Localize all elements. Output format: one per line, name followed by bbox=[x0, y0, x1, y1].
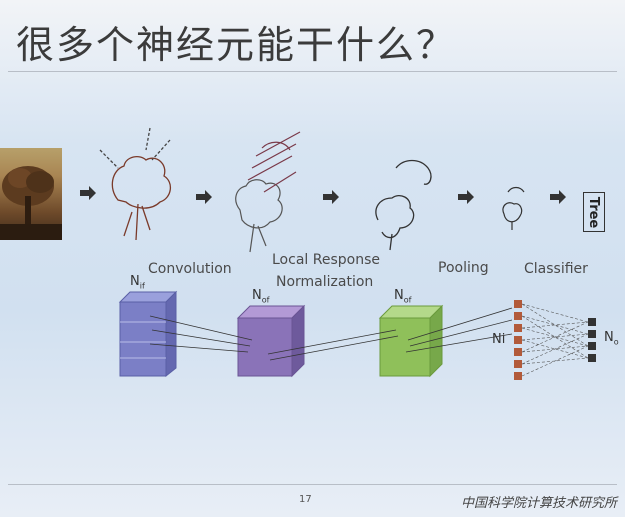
lrn-sketch bbox=[235, 131, 301, 253]
n-of-label-1: Nof bbox=[252, 288, 270, 305]
input-feature-maps-box bbox=[118, 290, 178, 378]
input-neurons bbox=[514, 300, 522, 380]
pooled-maps-box bbox=[378, 304, 444, 378]
institution-logo-text: 中国科学院计算技术研究所 bbox=[460, 496, 617, 511]
n-if-label: Nif bbox=[130, 274, 145, 291]
arrow-icon bbox=[458, 190, 474, 204]
conv-output-maps-box bbox=[236, 304, 306, 378]
connection-lines bbox=[149, 307, 513, 361]
ni-label: Ni bbox=[492, 332, 506, 347]
lrn-label-line2: Normalization bbox=[276, 274, 374, 290]
title-divider bbox=[8, 71, 617, 72]
slide-title: 很多个神经元能干什么？ bbox=[16, 23, 457, 67]
arrow-icon bbox=[323, 190, 339, 204]
lrn-label-line1: Local Response bbox=[272, 252, 380, 268]
tree-photo bbox=[0, 148, 62, 240]
fully-connected-lines bbox=[521, 303, 589, 377]
n-o-label: No bbox=[604, 330, 619, 347]
footer-divider bbox=[8, 484, 617, 485]
classifier-sketch bbox=[502, 186, 525, 230]
convolution-label: Convolution bbox=[148, 261, 232, 277]
pooling-sketch bbox=[375, 159, 432, 251]
arrow-icon bbox=[80, 186, 96, 200]
arrow-icon bbox=[196, 190, 212, 204]
convolution-sketch bbox=[99, 127, 171, 241]
output-class-box: Tree bbox=[583, 192, 605, 232]
arrow-icon bbox=[550, 190, 566, 204]
output-neurons bbox=[588, 318, 596, 362]
output-class-label: Tree bbox=[586, 196, 602, 228]
pooling-label: Pooling bbox=[438, 260, 489, 276]
page-number: 17 bbox=[299, 494, 312, 505]
n-of-label-2: Nof bbox=[394, 288, 412, 305]
classifier-label: Classifier bbox=[524, 261, 588, 277]
